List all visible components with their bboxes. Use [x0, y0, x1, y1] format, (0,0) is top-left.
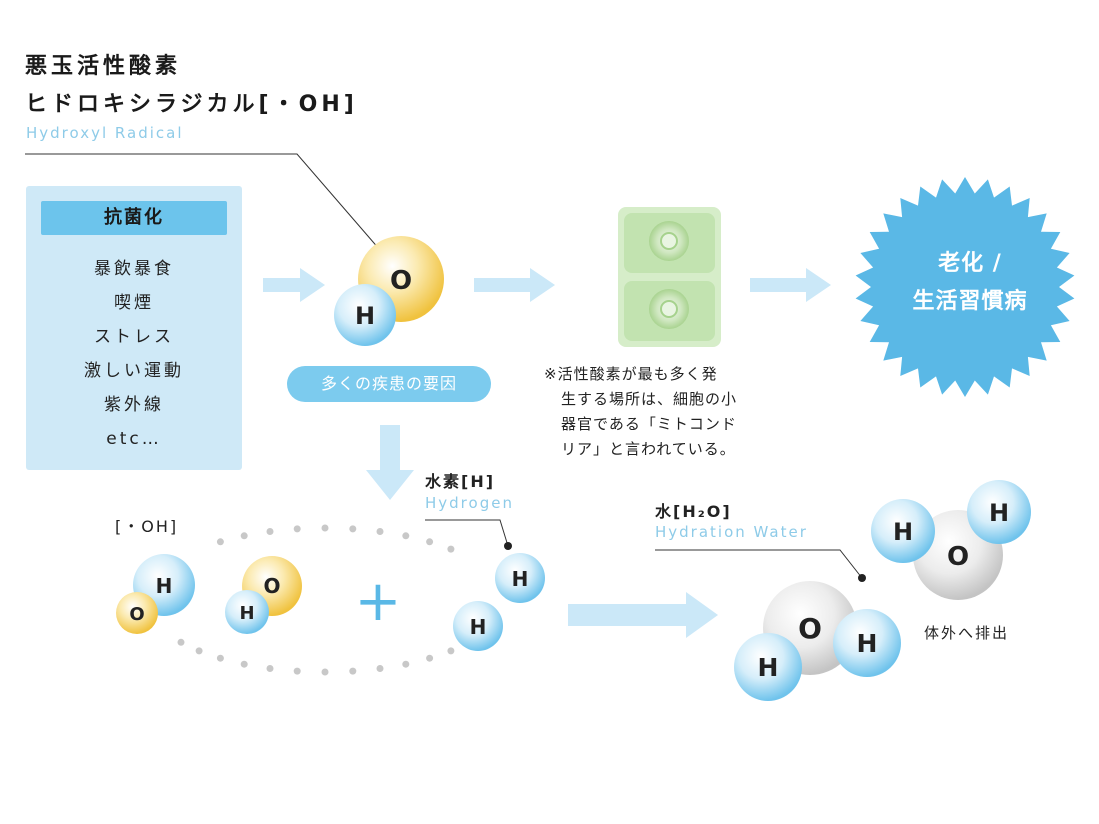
plus-sign: + — [355, 569, 402, 634]
hydrogen-symbol: H — [355, 302, 375, 330]
hydrogen-symbol: H — [239, 603, 254, 624]
causes-list: 暴飲暴食 喫煙 ストレス 激しい運動 紫外線 etc… — [26, 252, 242, 456]
ellipse-dot — [321, 524, 329, 532]
causes-header: 抗菌化 — [41, 201, 227, 235]
hydrogen-symbol: H — [857, 629, 878, 658]
disease-cause-pill: 多くの疾患の要因 — [287, 366, 491, 402]
oxygen-symbol: O — [129, 604, 144, 625]
arrow-cell-to-result — [750, 268, 831, 302]
result-line1: 老化 / — [938, 251, 1002, 276]
callout-line-hydrogen — [425, 519, 509, 547]
oxygen-symbol: O — [798, 612, 822, 645]
ellipse-dot — [349, 667, 357, 675]
ellipse-dot — [376, 528, 384, 535]
dotted-ellipse — [177, 524, 455, 676]
hydrogen-symbol: H — [156, 574, 173, 598]
ellipse-dot — [376, 665, 384, 672]
water-molecule-upper: O H H — [871, 480, 1031, 600]
result-badge — [855, 177, 1075, 397]
note-line: ※活性酸素が最も多く発 — [544, 365, 718, 383]
ellipse-dot — [402, 660, 410, 668]
water-label-en: Hydration Water — [655, 523, 808, 541]
note-line: 生する場所は、細胞の小 — [561, 390, 738, 408]
hydrogen-label-en: Hydrogen — [425, 494, 514, 512]
ellipse-dot — [426, 538, 434, 546]
callout-dot — [858, 574, 866, 582]
cause-item: ストレス — [94, 327, 174, 347]
ellipse-dot — [402, 532, 410, 540]
ellipse-dot — [266, 665, 274, 672]
title-line1: 悪玉活性酸素 — [25, 54, 182, 79]
ellipse-dot — [447, 545, 455, 553]
cause-item: 激しい運動 — [84, 361, 184, 381]
callout-line-water — [655, 549, 863, 579]
oh-molecule-2: O H — [225, 556, 302, 634]
hydrogen-symbol: H — [893, 518, 913, 546]
ellipse-dot — [426, 654, 434, 662]
ellipse-dot — [216, 654, 224, 662]
water-molecule-lower: O H H — [734, 581, 901, 701]
callout-dot — [504, 542, 512, 550]
ellipse-dot — [349, 525, 357, 533]
ellipse-dot — [266, 528, 274, 535]
result-badge-text: 老化 / 生活習慣病 — [880, 245, 1060, 321]
title-en: Hydroxyl Radical — [26, 124, 184, 142]
ellipse-dot — [240, 532, 248, 540]
ellipse-dot — [293, 667, 301, 675]
ellipse-dot — [447, 647, 455, 655]
hydrogen-atom — [334, 284, 396, 346]
callout-line-title — [25, 153, 381, 251]
arrow-causes-to-radical — [263, 268, 325, 302]
hydrogen-symbol: H — [989, 499, 1009, 527]
ellipse-dot — [195, 647, 203, 655]
arrow-to-water — [568, 592, 718, 638]
hydrogen-symbol: H — [512, 567, 529, 591]
note-line: 器官である「ミトコンド — [561, 415, 737, 433]
cell-icon — [618, 207, 721, 347]
oxygen-symbol: O — [263, 574, 280, 598]
oxygen-symbol: O — [947, 542, 969, 572]
arrow-radical-to-cell — [474, 268, 555, 302]
cause-item: 暴飲暴食 — [94, 259, 174, 279]
excrete-label: 体外へ排出 — [924, 624, 1010, 642]
ellipse-dot — [293, 525, 301, 533]
result-line2: 生活習慣病 — [912, 289, 1028, 314]
arrow-down — [366, 425, 414, 500]
oh-label: [・OH] — [115, 517, 179, 536]
hydrogen-symbol: H — [758, 653, 779, 682]
ellipse-dot — [177, 638, 185, 646]
mitochondria-note: ※活性酸素が最も多く発 生する場所は、細胞の小 器官である「ミトコンド リア」と… — [544, 362, 784, 462]
water-label-jp: 水[H₂O] — [655, 502, 732, 521]
cause-item: 喫煙 — [114, 293, 154, 313]
hydrogen-atom-2: H — [453, 601, 503, 651]
oh-molecule-1: H O — [116, 554, 195, 634]
ellipse-dot — [321, 668, 329, 676]
hydrogen-label-jp: 水素[H] — [425, 472, 496, 491]
cause-item: etc… — [106, 429, 162, 449]
hydroxyl-radical-molecule: O H — [334, 236, 444, 346]
note-line: リア」と言われている。 — [561, 440, 736, 458]
title-line2: ヒドロキシラジカル[・OH] — [25, 92, 358, 117]
hydrogen-atom-1: H — [495, 553, 545, 603]
ellipse-dot — [240, 660, 248, 668]
cause-item: 紫外線 — [104, 395, 164, 415]
oxygen-symbol: O — [390, 266, 412, 296]
hydrogen-symbol: H — [470, 615, 487, 639]
ellipse-dot — [216, 538, 224, 546]
